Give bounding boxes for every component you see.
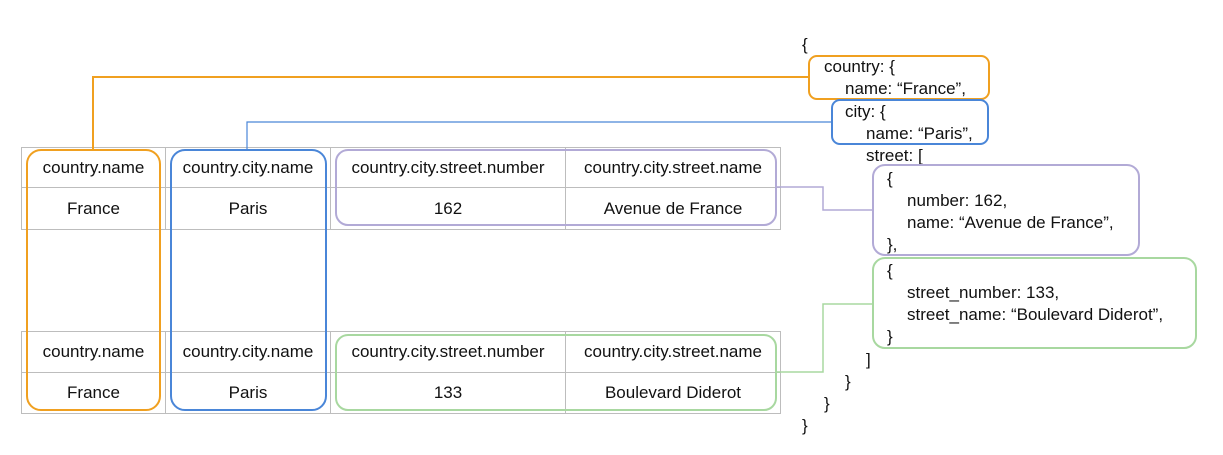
json-line-street-2-number: street_number: 133, (907, 283, 1060, 302)
json-line-city-open: city: { (845, 102, 886, 121)
country-connector (92, 76, 809, 150)
json-line-country-name: name: “France”, (845, 79, 966, 98)
json-line-country-open: country: { (824, 57, 895, 76)
json-line-street-open: street: [ (866, 146, 923, 165)
street-1-connector (776, 186, 873, 211)
json-line-root-close: } (802, 416, 808, 435)
json-line-street-2-open: { (887, 261, 893, 280)
city-column-highlight (170, 149, 327, 411)
json-city-highlight (831, 99, 989, 145)
json-country-highlight (808, 55, 990, 100)
json-line-street-2-close: } (887, 327, 893, 346)
city-connector (246, 121, 832, 150)
json-line-street-1-open: { (887, 169, 893, 188)
json-line-open-root: { (802, 35, 808, 54)
json-street-2-highlight (872, 257, 1197, 349)
table-1-cell-street-name: Avenue de France (565, 187, 781, 230)
street-2-highlight (335, 334, 777, 411)
json-line-street-1-name: name: “Avenue de France”, (907, 213, 1114, 232)
table-2-cell-street-name: Boulevard Diderot (565, 372, 781, 414)
street-1-highlight (335, 149, 777, 226)
street-2-connector (776, 303, 873, 373)
json-line-city-close: } (845, 372, 851, 391)
country-column-highlight (26, 149, 161, 411)
json-street-1-highlight (872, 164, 1140, 256)
json-line-city-name: name: “Paris”, (866, 124, 973, 143)
json-line-street-close: ] (866, 350, 871, 369)
json-line-country-close: } (824, 394, 830, 413)
json-line-street-1-close: }, (887, 235, 898, 254)
json-line-street-2-name: street_name: “Boulevard Diderot”, (907, 305, 1164, 324)
json-line-street-1-number: number: 162, (907, 191, 1008, 210)
